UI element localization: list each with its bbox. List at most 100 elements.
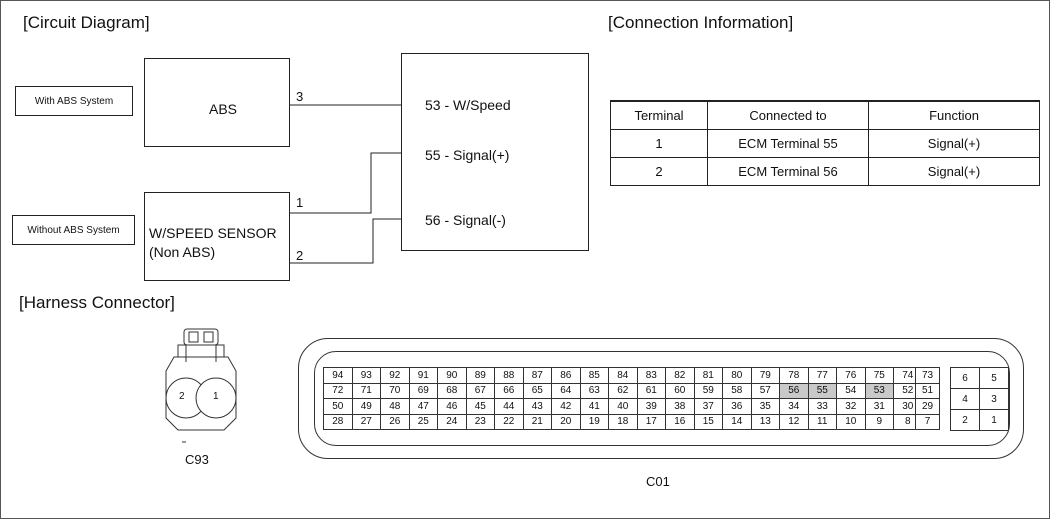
with-abs-system-label: With ABS System	[15, 86, 133, 116]
connection-table: Terminal Connected to Function 1 ECM Ter…	[610, 100, 1040, 186]
c01-pin-77: 77	[807, 367, 837, 384]
c01-pin-50: 50	[323, 398, 353, 415]
table-header-row: Terminal Connected to Function	[610, 100, 1040, 130]
sensor-pin-1: 1	[296, 195, 304, 210]
table-row: 1 ECM Terminal 55 Signal(+)	[610, 129, 1040, 158]
c01-pin-92: 92	[380, 367, 410, 384]
c01-pin-32: 32	[836, 398, 866, 415]
c01-pin-39: 39	[636, 398, 666, 415]
table-header: Terminal	[610, 100, 708, 130]
c01-pin-11: 11	[807, 413, 837, 430]
c01-pin-5: 5	[979, 367, 1009, 389]
ecm-pin-56: 56 - Signal(-)	[425, 212, 506, 228]
c01-pin-82: 82	[665, 367, 695, 384]
c01-pin-53: 53	[864, 382, 894, 399]
c01-label: C01	[646, 474, 670, 489]
c93-connector-drawing	[165, 328, 237, 443]
wspeed-sensor-box	[144, 192, 290, 281]
c01-pin-73: 73	[915, 367, 940, 384]
c01-pin-19: 19	[579, 413, 609, 430]
c01-pin-78: 78	[779, 367, 809, 384]
c01-pin-45: 45	[465, 398, 495, 415]
c01-pin-61: 61	[636, 382, 666, 399]
c01-pin-93: 93	[351, 367, 381, 384]
c01-pin-31: 31	[864, 398, 894, 415]
c01-pin-86: 86	[551, 367, 581, 384]
table-cell: 2	[610, 157, 708, 186]
c01-pin-91: 91	[408, 367, 438, 384]
circuit-diagram-heading: [Circuit Diagram]	[23, 13, 150, 32]
sensor-pin-2: 2	[296, 248, 304, 263]
c01-pin-1: 1	[979, 409, 1009, 431]
c01-pin-90: 90	[437, 367, 467, 384]
c01-pin-37: 37	[693, 398, 723, 415]
c01-pin-85: 85	[579, 367, 609, 384]
c01-pin-24: 24	[437, 413, 467, 430]
c01-pin-35: 35	[750, 398, 780, 415]
wspeed-sensor-label: W/SPEED SENSOR	[149, 225, 277, 241]
c01-pin-41: 41	[579, 398, 609, 415]
c01-pin-56: 56	[779, 382, 809, 399]
table-cell: 1	[610, 129, 708, 158]
c01-pin-38: 38	[665, 398, 695, 415]
c01-pin-46: 46	[437, 398, 467, 415]
table-header: Function	[868, 100, 1040, 130]
c01-pin-15: 15	[693, 413, 723, 430]
table-header: Connected to	[707, 100, 869, 130]
c01-pin-94: 94	[323, 367, 353, 384]
c01-pin-51: 51	[915, 382, 940, 399]
c01-pin-62: 62	[608, 382, 638, 399]
abs-module-box	[144, 58, 290, 147]
c01-pin-4: 4	[950, 388, 980, 410]
table-cell: Signal(+)	[868, 157, 1040, 186]
c01-pin-79: 79	[750, 367, 780, 384]
c01-pin-6: 6	[950, 367, 980, 389]
c01-pin-3: 3	[979, 388, 1009, 410]
c01-pin-33: 33	[807, 398, 837, 415]
ecm-box	[401, 53, 589, 251]
c01-pin-88: 88	[494, 367, 524, 384]
ecm-pin-55: 55 - Signal(+)	[425, 147, 510, 163]
c01-pin-55: 55	[807, 382, 837, 399]
table-cell: ECM Terminal 55	[707, 129, 869, 158]
c01-pin-58: 58	[722, 382, 752, 399]
c01-pin-40: 40	[608, 398, 638, 415]
c01-pin-16: 16	[665, 413, 695, 430]
c01-pin-21: 21	[522, 413, 552, 430]
c01-pin-69: 69	[408, 382, 438, 399]
wire-sensor2-to-56	[290, 218, 424, 264]
c01-pin-72: 72	[323, 382, 353, 399]
c01-pin-26: 26	[380, 413, 410, 430]
c01-pin-59: 59	[693, 382, 723, 399]
c01-pin-17: 17	[636, 413, 666, 430]
table-row: 2 ECM Terminal 56 Signal(+)	[610, 157, 1040, 186]
c01-pin-34: 34	[779, 398, 809, 415]
c01-pin-68: 68	[437, 382, 467, 399]
c01-pin-18: 18	[608, 413, 638, 430]
c01-pin-44: 44	[494, 398, 524, 415]
c01-pin-71: 71	[351, 382, 381, 399]
wspeed-sensor-sublabel: (Non ABS)	[149, 244, 216, 260]
c01-pin-47: 47	[408, 398, 438, 415]
c01-pin-63: 63	[579, 382, 609, 399]
c01-pin-2: 2	[950, 409, 980, 431]
c01-pin-75: 75	[864, 367, 894, 384]
c01-pin-60: 60	[665, 382, 695, 399]
c01-pin-13: 13	[750, 413, 780, 430]
c01-pin-64: 64	[551, 382, 581, 399]
c01-pin-10: 10	[836, 413, 866, 430]
c01-pin-84: 84	[608, 367, 638, 384]
c01-pin-9: 9	[864, 413, 894, 430]
c01-pin-42: 42	[551, 398, 581, 415]
c01-pin-76: 76	[836, 367, 866, 384]
table-cell: Signal(+)	[868, 129, 1040, 158]
abs-module-label: ABS	[209, 101, 238, 117]
c01-pin-14: 14	[722, 413, 752, 430]
c01-pin-89: 89	[465, 367, 495, 384]
c01-pin-43: 43	[522, 398, 552, 415]
c01-pin-65: 65	[522, 382, 552, 399]
